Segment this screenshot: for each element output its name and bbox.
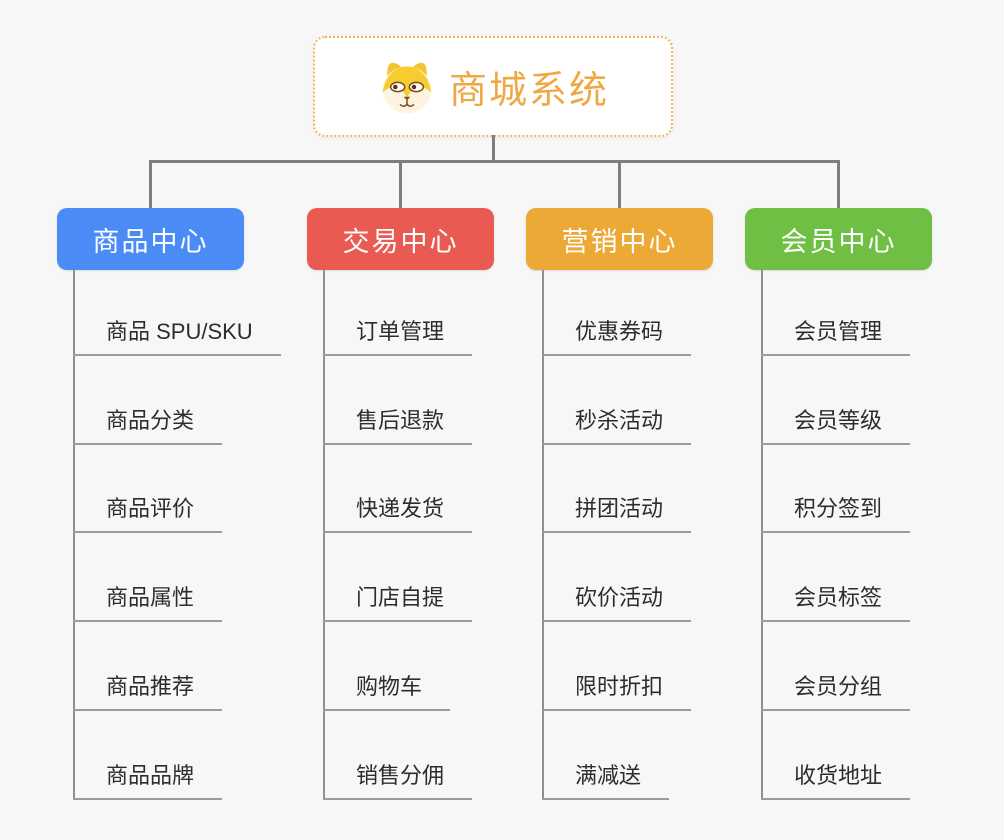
root-title: 商城系统 [448, 70, 609, 112]
connector-branch-spine [323, 270, 325, 800]
leaf-node-marketing-center-6[interactable]: 满减送 [542, 761, 670, 800]
leaf-node-member-center-4[interactable]: 会员标签 [761, 583, 911, 622]
leaf-node-marketing-center-3[interactable]: 拼团活动 [542, 494, 692, 533]
connector-branch-drop [618, 160, 621, 208]
connector-branch-spine [542, 270, 544, 800]
leaf-node-trade-center-6[interactable]: 销售分佣 [323, 761, 473, 800]
connector-horizontal-rail [150, 160, 838, 163]
leaf-node-marketing-center-2[interactable]: 秒杀活动 [542, 406, 692, 445]
leaf-node-product-center-5[interactable]: 商品推荐 [73, 672, 223, 711]
branch-header-trade-center[interactable]: 交易中心 [307, 208, 494, 270]
leaf-node-marketing-center-1[interactable]: 优惠券码 [542, 317, 692, 356]
leaf-node-product-center-2[interactable]: 商品分类 [73, 406, 223, 445]
leaf-node-product-center-4[interactable]: 商品属性 [73, 583, 223, 622]
leaf-node-product-center-6[interactable]: 商品品牌 [73, 761, 223, 800]
leaf-node-member-center-2[interactable]: 会员等级 [761, 406, 911, 445]
leaf-node-trade-center-5[interactable]: 购物车 [323, 672, 451, 711]
connector-branch-spine [761, 270, 763, 800]
connector-root-stub [492, 135, 495, 162]
leaf-node-trade-center-1[interactable]: 订单管理 [323, 317, 473, 356]
branch-header-product-center[interactable]: 商品中心 [57, 208, 244, 270]
leaf-node-product-center-3[interactable]: 商品评价 [73, 494, 223, 533]
leaf-node-member-center-3[interactable]: 积分签到 [761, 494, 911, 533]
leaf-node-member-center-6[interactable]: 收货地址 [761, 761, 911, 800]
leaf-node-product-center-1[interactable]: 商品 SPU/SKU [73, 317, 281, 356]
connector-branch-drop [149, 160, 152, 208]
leaf-node-member-center-1[interactable]: 会员管理 [761, 317, 911, 356]
leaf-node-marketing-center-5[interactable]: 限时折扣 [542, 672, 692, 711]
leaf-node-trade-center-2[interactable]: 售后退款 [323, 406, 473, 445]
connector-branch-drop [837, 160, 840, 208]
leaf-node-trade-center-4[interactable]: 门店自提 [323, 583, 473, 622]
leaf-node-marketing-center-4[interactable]: 砍价活动 [542, 583, 692, 622]
leaf-node-trade-center-3[interactable]: 快递发货 [323, 494, 473, 533]
connector-branch-spine [73, 270, 75, 800]
connector-branch-drop [399, 160, 402, 208]
branch-header-marketing-center[interactable]: 营销中心 [526, 208, 713, 270]
leaf-node-member-center-5[interactable]: 会员分组 [761, 672, 911, 711]
branch-header-member-center[interactable]: 会员中心 [745, 208, 932, 270]
root-node[interactable]: 商城系统 [313, 36, 673, 137]
dog-face-icon [382, 62, 432, 113]
